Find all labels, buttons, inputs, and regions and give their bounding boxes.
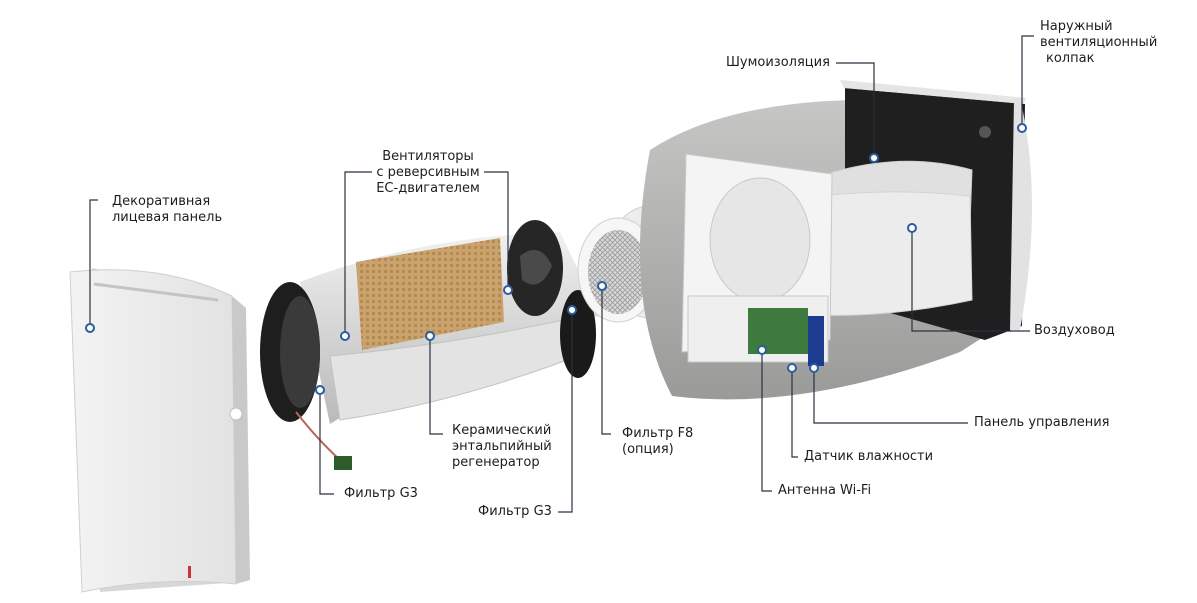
marker-regenerator	[425, 331, 435, 341]
marker-wifi-antenna	[757, 345, 767, 355]
leader-filter-f8	[601, 286, 611, 435]
marker-fans-right	[503, 285, 513, 295]
marker-outer-hood	[1017, 123, 1027, 133]
marker-decorative-panel	[85, 323, 95, 333]
marker-control-panel	[809, 363, 819, 373]
leader-filter-g3-right	[558, 310, 573, 513]
marker-filter-g3-right	[567, 305, 577, 315]
leader-filter-g3-left	[319, 390, 334, 495]
leader-duct	[911, 228, 1030, 332]
leader-fans-right	[484, 171, 509, 290]
marker-duct	[907, 223, 917, 233]
label-decorative-panel: Декоративная лицевая панель	[112, 194, 223, 225]
label-wifi-antenna: Антенна Wi-Fi	[778, 483, 872, 498]
marker-dots	[85, 123, 1027, 395]
decorative-front-panel	[69, 268, 250, 593]
marker-humidity-sensor	[787, 363, 797, 373]
label-fans: Вентиляторы с реверсивным ЕС-двигателем	[376, 149, 480, 196]
leader-regenerator	[429, 336, 443, 435]
leader-outer-hood	[1021, 35, 1034, 128]
ceramic-core	[356, 238, 504, 350]
label-noise-insulation: Шумоизоляция	[726, 55, 830, 70]
leader-control-panel	[813, 368, 968, 424]
control-board	[748, 308, 808, 354]
label-outer-hood: Наружный вентиляционный колпак	[1040, 19, 1158, 66]
leader-wifi-antenna	[761, 350, 772, 492]
marker-filter-g3-left	[315, 385, 325, 395]
label-duct: Воздуховод	[1034, 323, 1115, 338]
leader-humidity-sensor	[791, 368, 798, 458]
marker-noise-insulation	[869, 153, 879, 163]
marker-filter-f8	[597, 281, 607, 291]
fan-regenerator-cassette	[260, 220, 600, 470]
label-filter-f8: Фильтр F8 (опция)	[622, 426, 694, 457]
main-housing	[639, 80, 1032, 400]
marker-fans-left	[340, 331, 350, 341]
leader-decorative-panel	[89, 199, 98, 328]
leader-noise-insulation	[836, 62, 875, 158]
label-humidity-sensor: Датчик влажности	[804, 449, 934, 464]
leader-fans-left	[344, 171, 372, 336]
leader-lines	[89, 35, 1034, 513]
label-filter-g3-right: Фильтр G3	[478, 504, 552, 519]
label-ceramic-regenerator: Керамический энтальпийный регенератор	[452, 423, 552, 470]
label-filter-g3-left: Фильтр G3	[344, 486, 418, 501]
label-control-panel: Панель управления	[974, 415, 1110, 430]
